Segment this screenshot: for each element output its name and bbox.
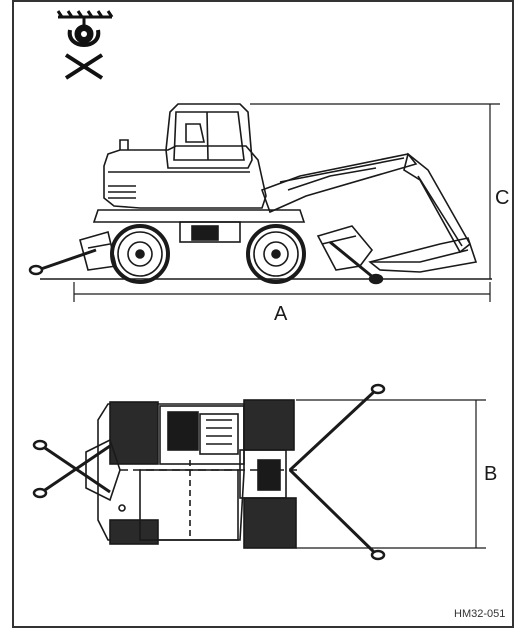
dimension-c-line: [250, 103, 500, 279]
excavator-side-view: [79, 103, 478, 284]
front-wheel: [246, 224, 306, 284]
dimension-a-label: A: [274, 303, 288, 325]
dimension-a-line: [73, 282, 491, 302]
dimension-b-label: B: [484, 463, 498, 485]
dimension-b-line: [296, 399, 486, 549]
lifting-hook-icon: [56, 10, 114, 80]
excavator-top-view: [85, 399, 300, 549]
tie-down-chains-top: [32, 383, 386, 561]
dimension-c-label: C: [495, 187, 510, 209]
figure-code: HM32-051: [454, 608, 506, 620]
border-frame: [12, 0, 514, 628]
rear-wheel: [110, 224, 170, 284]
